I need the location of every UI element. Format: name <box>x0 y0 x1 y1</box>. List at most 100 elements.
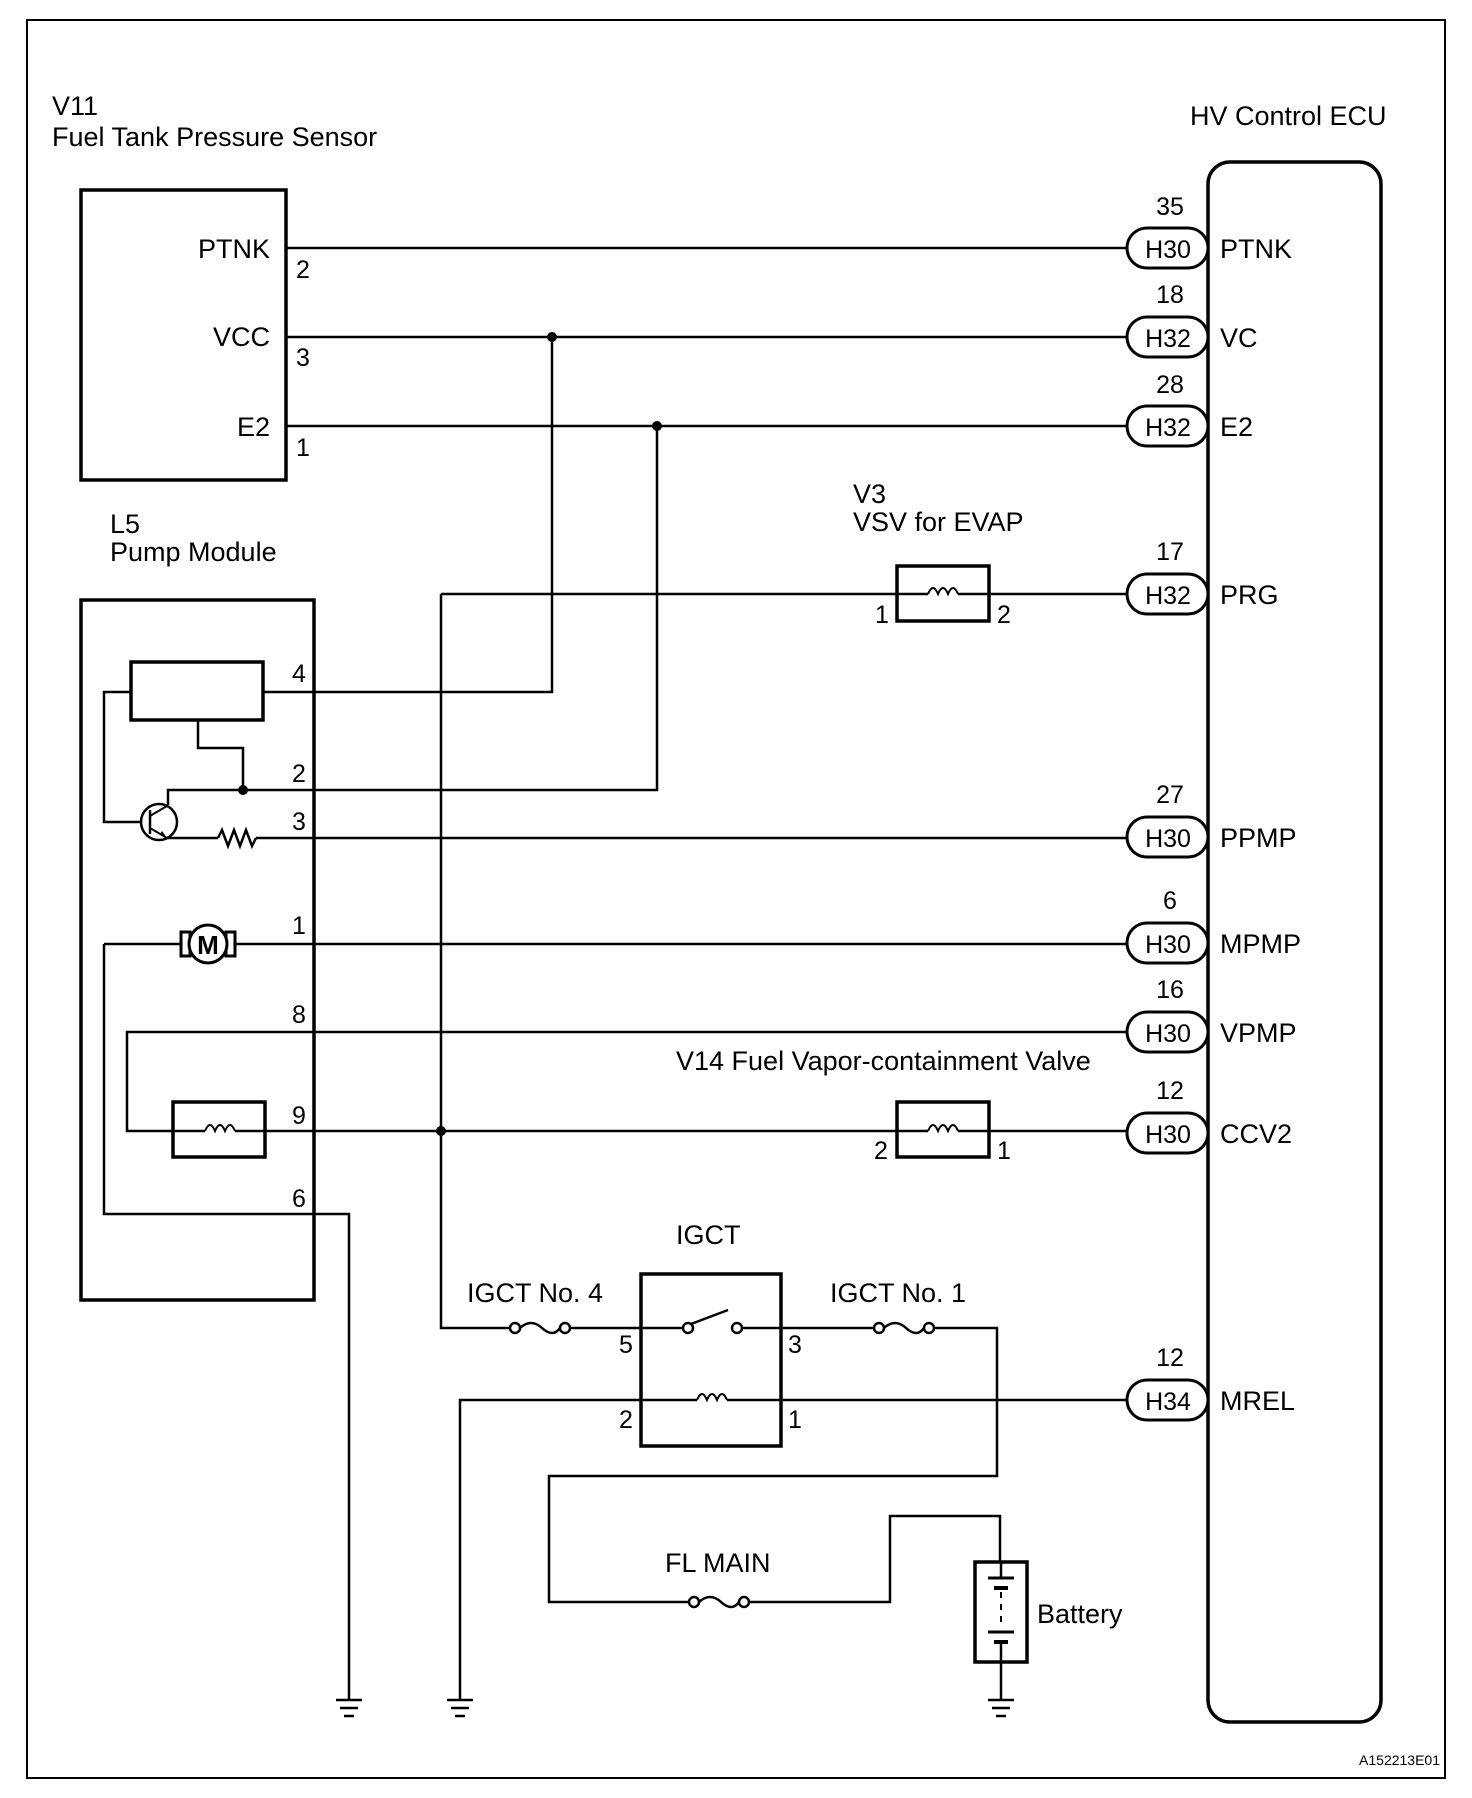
connector-code: H32 <box>1145 582 1191 610</box>
v11-pin-num-vcc: 3 <box>296 344 310 372</box>
igct-pin-5: 5 <box>619 1331 633 1359</box>
ecu-pin-name: PTNK <box>1220 234 1292 264</box>
ecu-pin-number: 28 <box>1156 371 1184 399</box>
l5-internal-wire <box>102 944 314 1216</box>
ecu-pin-prg: 17 H32 PRG <box>1125 538 1279 616</box>
l5-vent-valve-box <box>171 1100 267 1159</box>
ecu-pin-name: VPMP <box>1220 1018 1297 1048</box>
l5-pin-9: 9 <box>292 1102 306 1130</box>
ecu-pin-name: MREL <box>1220 1386 1295 1416</box>
l5-pin-6: 6 <box>292 1185 306 1213</box>
ecu-pin-ccv2: 12 H30 CCV2 <box>1125 1077 1292 1155</box>
v11-code: V11 <box>52 91 98 121</box>
connector-code: H30 <box>1145 931 1191 959</box>
coil-icon <box>927 1124 959 1134</box>
v3-title: VSV for EVAP <box>853 507 1024 537</box>
ecu-pin-number: 6 <box>1163 887 1177 915</box>
ecu-pin-name: VC <box>1220 323 1258 353</box>
igct-pin-3: 3 <box>788 1331 802 1359</box>
ecu-pin-number: 12 <box>1156 1344 1184 1372</box>
igct-title: IGCT <box>676 1220 741 1250</box>
figure-code: A152213E01 <box>1359 1752 1440 1768</box>
ecu-pin-e2: 28 H32 E2 <box>1125 371 1253 448</box>
v11-pin-name-e2: E2 <box>237 412 270 442</box>
l5-internal-wire <box>102 690 145 824</box>
connector-code: H30 <box>1145 1121 1191 1149</box>
connector-pill <box>1125 1111 1210 1155</box>
wire-igct-no1-to-flmain <box>547 1326 999 1604</box>
diagram-frame <box>26 19 1446 1779</box>
junction-dot <box>238 785 248 795</box>
v11-sensor-box <box>79 188 288 482</box>
ecu-pin-name: MPMP <box>1220 929 1301 959</box>
ecu-pin-vc: 18 H32 VC <box>1125 281 1258 359</box>
coil-icon <box>927 587 959 597</box>
wire-flmain-to-battery <box>749 1514 1002 1604</box>
wire-e2-to-pump-2 <box>314 426 659 792</box>
connector-code: H30 <box>1145 825 1191 853</box>
igct-pin-1: 1 <box>788 1406 802 1434</box>
fl-main-label: FL MAIN <box>665 1548 771 1578</box>
motor-symbol: M <box>197 930 219 960</box>
ecu-pin-number: 35 <box>1156 193 1184 221</box>
l5-pin-1: 1 <box>292 912 306 940</box>
l5-internal-wire <box>125 1030 314 1133</box>
ecu-pin-vpmp: 16 H30 VPMP <box>1125 976 1297 1054</box>
ecu-pin-number: 16 <box>1156 976 1184 1004</box>
ecu-title: HV Control ECU <box>1190 101 1387 131</box>
coil-icon <box>204 1124 236 1134</box>
l5-pin-8: 8 <box>292 1001 306 1029</box>
ecu-pin-mpmp: 6 H30 MPMP <box>1125 887 1301 965</box>
fuse-icon <box>687 1595 751 1609</box>
ecu-pin-name: PPMP <box>1220 823 1297 853</box>
ecu-pin-name: E2 <box>1220 412 1253 442</box>
resistor-icon <box>216 826 258 850</box>
connector-code: H34 <box>1145 1388 1191 1416</box>
ecu-pin-name: CCV2 <box>1220 1119 1292 1149</box>
v14-label: V14 Fuel Vapor-containment Valve <box>676 1046 1091 1076</box>
v3-pin-left: 1 <box>875 601 889 629</box>
l5-pin-2: 2 <box>292 760 306 788</box>
v3-code: V3 <box>853 479 886 509</box>
ecu-pin-ptnk: 35 H30 PTNK <box>1125 193 1292 270</box>
igct-pin-2: 2 <box>619 1406 633 1434</box>
coil-icon <box>696 1393 728 1403</box>
wire-igct-no4-bus <box>439 594 510 1330</box>
v11-title: Fuel Tank Pressure Sensor <box>52 122 377 152</box>
v11-pin-num-ptnk: 2 <box>296 256 310 284</box>
wire-igct-2-ground <box>458 1398 641 1700</box>
wire-pump-ground <box>314 1212 351 1700</box>
l5-title: Pump Module <box>110 537 277 567</box>
fuse-icon <box>508 1321 572 1335</box>
l5-pin-3: 3 <box>292 808 306 836</box>
l5-pin-4: 4 <box>292 660 306 688</box>
v14-pin-right: 1 <box>997 1137 1011 1165</box>
connector-code: H30 <box>1145 236 1191 264</box>
ground-icon <box>988 1698 1014 1718</box>
ground-icon <box>336 1698 362 1718</box>
connector-code: H32 <box>1145 325 1191 353</box>
ecu-pin-ppmp: 27 H30 PPMP <box>1125 781 1297 859</box>
ecu-pin-name: PRG <box>1220 580 1279 610</box>
ground-icon <box>447 1698 473 1718</box>
ecu-pin-number: 27 <box>1156 781 1184 809</box>
battery-label: Battery <box>1037 1599 1123 1629</box>
battery-icon <box>988 1562 1014 1662</box>
igct-relay-box <box>639 1272 783 1448</box>
l5-internal-wire <box>196 720 245 790</box>
v11-pin-name-vcc: VCC <box>213 322 270 352</box>
transistor-icon <box>139 802 179 842</box>
l5-pressure-sensor-element <box>129 660 265 722</box>
relay-switch-icon <box>681 1308 744 1335</box>
ecu-pin-number: 17 <box>1156 538 1184 566</box>
v14-valve-box <box>895 1100 991 1159</box>
igct-no4-label: IGCT No. 4 <box>467 1278 603 1308</box>
v14-pin-left: 2 <box>874 1137 888 1165</box>
l5-module-box <box>79 598 316 1302</box>
v11-pin-name-ptnk: PTNK <box>198 234 270 264</box>
igct-no1-label: IGCT No. 1 <box>830 1278 966 1308</box>
connector-code: H30 <box>1145 1020 1191 1048</box>
l5-code: L5 <box>110 509 140 539</box>
ecu-pin-number: 18 <box>1156 281 1184 309</box>
